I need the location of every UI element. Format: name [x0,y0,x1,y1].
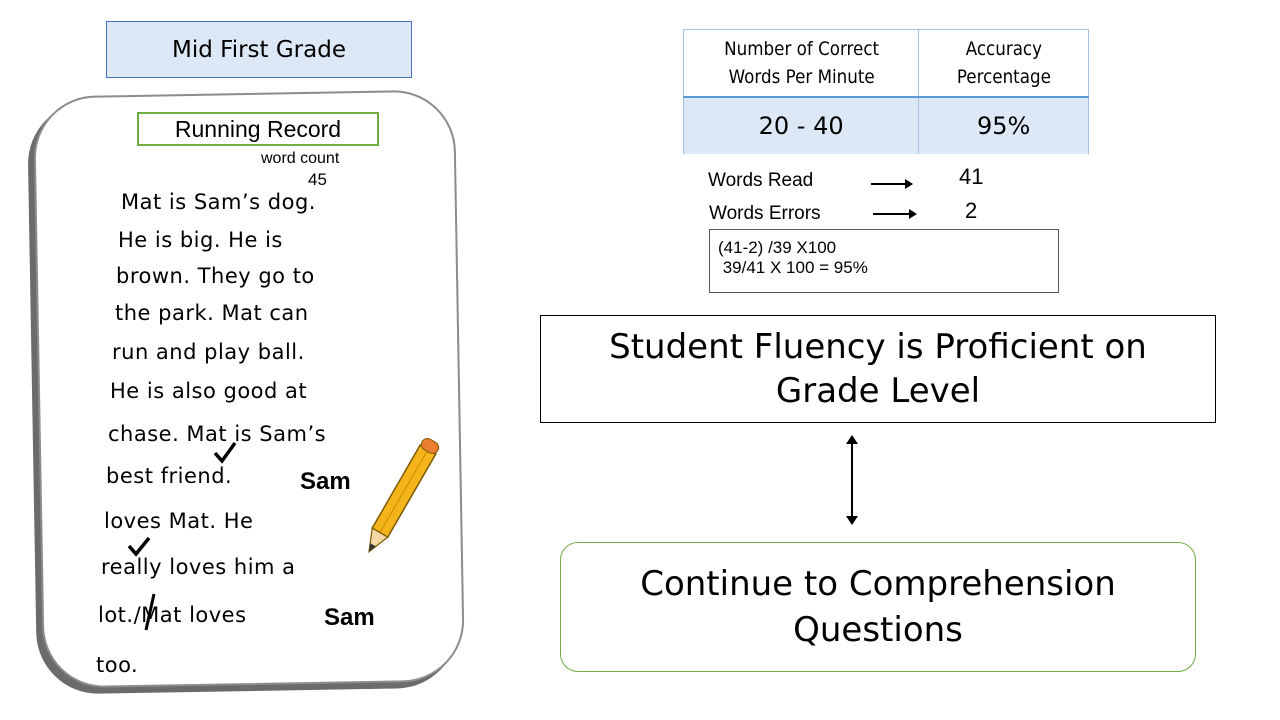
words-read-value: 41 [959,164,984,189]
passage-line: the park. Mat can [115,301,309,325]
table-cell: 20 - 40 [682,96,920,154]
fluency-result-box: Student Fluency is Proficient on Grade L… [540,315,1216,423]
word-count-value: 45 [308,170,327,189]
next-step-text: Continue to Comprehension Questions [640,564,1116,650]
passage-line: too. [96,653,139,677]
checkmark-icon [213,441,237,464]
passage-line: brown. They go to [116,264,315,288]
double-arrow-icon [846,435,858,525]
next-step-box: Continue to Comprehension Questions [560,542,1196,672]
pencil-icon [368,438,440,554]
word-count-label: word count [261,150,340,167]
grade-label: Mid First Grade [106,21,412,78]
passage-line: run and play ball. [112,340,305,364]
table-header: Accuracy Percentage [928,29,1079,97]
arrow-right-icon [873,209,917,219]
passage-line: He is also good at [110,379,308,403]
passage-line: He is big. He is [118,228,283,252]
fluency-benchmark-table: Number of Correct Words Per Minute Accur… [682,29,1089,154]
checkmark-icon [127,536,151,557]
inserted-word: Sam [324,604,375,631]
running-record-title: Running Record [137,112,379,146]
passage-line: lot./Mat loves [98,603,247,627]
formula-line: 39/41 X 100 = 95% [718,258,868,277]
word-errors-label: Words Errors [709,203,821,224]
formula-line: (41-2) /39 X100 [718,238,837,257]
table-cell: 95% [918,96,1089,154]
inserted-word: Sam [300,468,351,495]
words-read-label: Words Read [708,170,814,191]
passage-line: best friend. [106,464,233,488]
slash-mark-icon [144,593,156,631]
passage-line: Mat is Sam’s dog. [121,190,316,214]
accuracy-formula-box: (41-2) /39 X100 39/41 X 100 = 95% [709,229,1059,293]
word-errors-value: 2 [965,198,978,223]
fluency-result-text: Student Fluency is Proficient on Grade L… [609,327,1147,411]
passage-line: loves Mat. He [104,509,254,533]
passage-line: really loves him a [101,555,296,579]
arrow-right-icon [871,179,913,189]
table-header: Number of Correct Words Per Minute [697,29,906,97]
passage-line: chase. Mat is Sam’s [108,422,327,446]
